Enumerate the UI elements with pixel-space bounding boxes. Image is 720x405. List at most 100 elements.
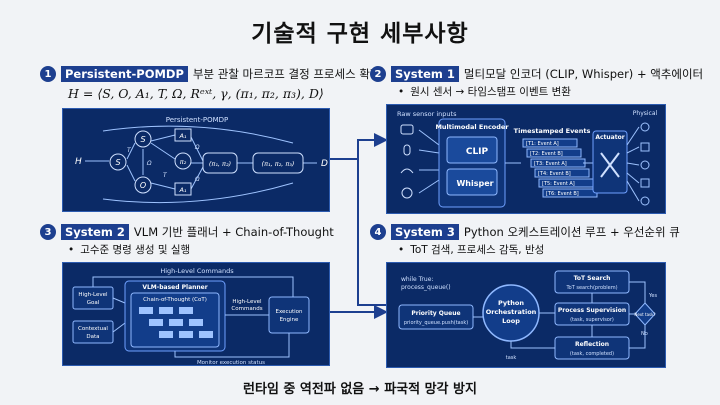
ps-title: Process Supervision	[558, 307, 626, 314]
section-4-number: 4	[370, 224, 386, 240]
pomdp-panel: Persistent-POMDP H D S S O T Ω A₁ π₂ A₁ …	[62, 108, 330, 212]
event-box	[522, 138, 578, 148]
edge-t-1: T	[127, 147, 132, 154]
event-box	[534, 168, 590, 178]
refl-sub: (task, completed)	[570, 351, 614, 357]
loop-line-2: Orchestration	[486, 308, 537, 316]
system2-panel: High-Level Commands High-Level Goal Cont…	[62, 262, 330, 366]
decision-yes: Yes	[648, 293, 657, 299]
events-title: Timestamped Events	[514, 127, 591, 135]
code-line-1: while True:	[401, 276, 433, 283]
tools-icon	[600, 152, 620, 178]
engine-line-2: Engine	[280, 317, 299, 323]
pq-sub: priority_queue.push(task)	[404, 320, 468, 326]
section-1-description: 부분 관찰 마르코프 결정 프로세스 확장	[192, 67, 381, 81]
event-item: [T5: Event A]	[542, 181, 575, 187]
section-2-description: 멀티모달 인코더 (CLIP, Whisper) + 액추에이터	[463, 67, 704, 81]
page-title: 기술적 구현 세부사항	[251, 21, 469, 47]
system1-panel: Raw sensor inputs Multimodal Encoder CLI…	[386, 104, 666, 214]
physical-label: Physical	[633, 110, 658, 117]
actuator-label: Actuator	[595, 134, 624, 141]
decision-label: Next task?	[634, 312, 655, 317]
hlc-mid-line-1: High-Level	[232, 299, 262, 305]
raw-sensor-label: Raw sensor inputs	[397, 110, 457, 118]
system3-panel: while True: process_queue() Priority Que…	[386, 262, 666, 368]
pomdp-formula: H = ⟨S, O, A₁, T, Ω, Rᵉˣᵗ, γ, (π₁, π₂, π…	[68, 86, 324, 101]
clip-label: CLIP	[466, 147, 489, 157]
task-label: task	[506, 355, 517, 361]
speaker-icon	[640, 196, 650, 206]
section-2-header: 2 System 1 멀티모달 인코더 (CLIP, Whisper) + 액추…	[370, 66, 703, 82]
event-item: [T4: Event B]	[538, 171, 571, 177]
planner-title: VLM-based Planner	[142, 284, 207, 291]
gear-icon	[640, 160, 650, 170]
node-pi2: π₂	[180, 158, 187, 166]
motor-icon	[640, 142, 650, 152]
camera-icon	[400, 124, 414, 135]
tot-sub: ToT search(problem)	[565, 285, 617, 291]
section-1-header: 1 Persistent-POMDP 부분 관찰 마르코프 결정 프로세스 확장	[40, 66, 380, 82]
section-3-header: 3 System 2 VLM 기반 플래너 + Chain-of-Thought	[40, 224, 334, 240]
event-box	[526, 148, 582, 158]
section-3-bullet: 고수준 명령 생성 및 실행	[68, 242, 190, 257]
section-3-description: VLM 기반 플래너 + Chain-of-Thought	[133, 225, 334, 239]
encoder-title: Multimodal Encoder	[435, 123, 509, 131]
event-item: [T3: Event A]	[534, 161, 567, 167]
cot-title: Chain-of-Thought (CoT)	[143, 297, 207, 303]
edge-omega-2: Ω	[194, 176, 200, 183]
node-pi123: (π₁, π₂, π₃)	[262, 160, 295, 168]
section-1-tag: Persistent-POMDP	[61, 66, 188, 82]
ctx-line-1: Contextual	[78, 326, 108, 332]
events-list: [T1: Event A] [T2: Event B] [T3: Event A] […	[522, 138, 598, 198]
edge-omega-1: Ω	[146, 160, 152, 167]
section-4-bullet: ToT 검색, 프로세스 감독, 반성	[398, 242, 544, 257]
loop-line-3: Loop	[502, 317, 520, 325]
footer-text: 런타임 중 역전파 없음 → 파국적 망각 방지	[243, 382, 477, 397]
node-a1-2: A₁	[178, 186, 186, 194]
code-line-2: process_queue()	[401, 284, 451, 291]
section-3-tag: System 2	[61, 224, 129, 240]
decision-no: No	[641, 331, 648, 337]
pomdp-panel-title: Persistent-POMDP	[166, 116, 229, 124]
refl-title: Reflection	[575, 341, 609, 348]
edge-t-2: T	[163, 172, 168, 179]
engine-line-1: Execution	[276, 309, 304, 315]
sensor-icon	[401, 187, 413, 199]
tot-title: ToT Search	[574, 275, 611, 282]
monitor-label: Monitor execution status	[197, 360, 265, 366]
ps-sub: (task, supervisor)	[570, 317, 614, 323]
event-item: [T2: Event B]	[530, 151, 563, 157]
hlc-top-label: High-Level Commands	[160, 267, 234, 275]
wifi-icon	[400, 168, 414, 174]
event-item: [T6: Event B]	[546, 191, 579, 197]
loop-line-1: Python	[498, 299, 524, 307]
pq-title: Priority Queue	[411, 310, 460, 317]
robot-arm-icon	[640, 122, 650, 132]
node-pi12: (π₁, π₂)	[209, 160, 231, 168]
node-s-1: S	[115, 158, 120, 167]
display-icon	[640, 178, 650, 188]
node-s-2: S	[140, 135, 145, 144]
event-item: [T1: Event A]	[526, 141, 559, 147]
connector-1-to-4	[330, 158, 386, 306]
goal-line-1: High-Level	[78, 292, 108, 298]
section-4-description: Python 오케스트레이션 루프 + 우선순위 큐	[463, 225, 680, 239]
section-4-header: 4 System 3 Python 오케스트레이션 루프 + 우선순위 큐	[370, 224, 680, 240]
whisper-label: Whisper	[456, 179, 493, 188]
node-omega: Ω	[194, 144, 200, 151]
connector-1-to-2	[330, 133, 388, 160]
microphone-icon	[403, 144, 411, 156]
section-3-number: 3	[40, 224, 56, 240]
pomdp-input-h: H	[75, 157, 82, 167]
pomdp-output-d: D	[321, 159, 328, 169]
section-4-tag: System 3	[391, 224, 459, 240]
hlc-mid-line-2: Commands	[231, 306, 262, 312]
section-1-number: 1	[40, 66, 56, 82]
cot-steps	[139, 307, 213, 338]
node-o: O	[140, 181, 146, 190]
node-a1-1: A₁	[178, 132, 186, 140]
ctx-line-2: Data	[86, 334, 99, 340]
section-2-number: 2	[370, 66, 386, 82]
goal-line-2: Goal	[87, 300, 100, 306]
